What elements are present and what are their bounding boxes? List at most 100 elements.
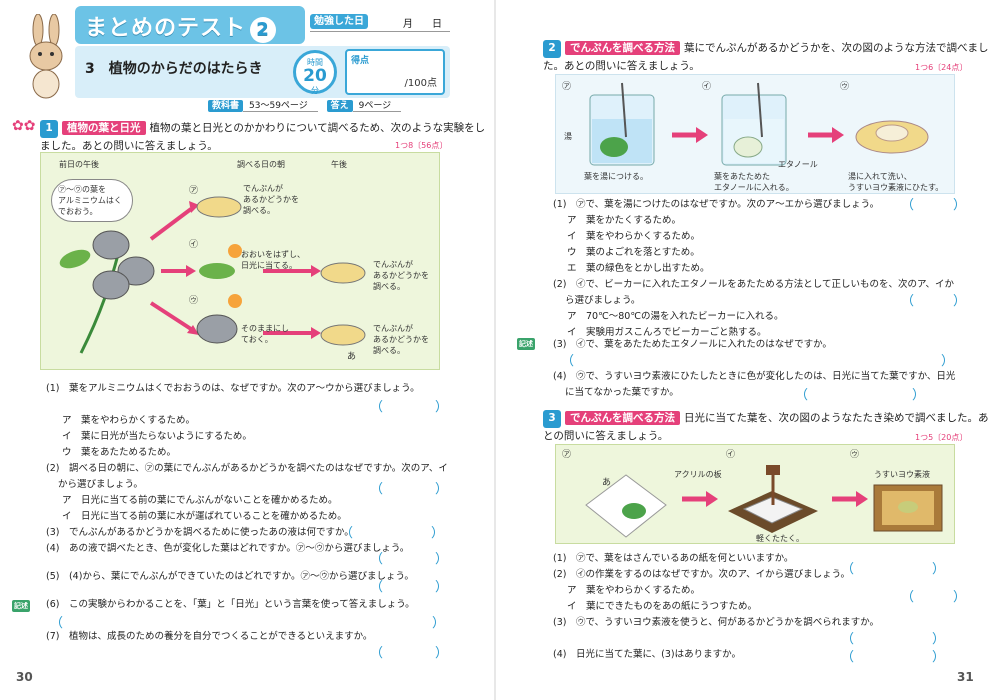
answer-box[interactable]: （ ） (841, 562, 946, 577)
answer-box-open[interactable]: （ (50, 616, 64, 631)
fig3-iodine: うすいヨウ素液 (874, 470, 930, 479)
fig2-label-a: ㋐ (562, 82, 572, 92)
answer-box-close: ） (941, 354, 955, 369)
figure-label-b: ㋑ (189, 240, 199, 250)
fig2-label-b: ㋑ (702, 82, 712, 92)
section-1-text1: 植物の葉と日光とのかかわりについて調べるため、次のような実験をし (149, 122, 486, 134)
figure-col1: 前日の午後 (59, 160, 99, 169)
page-number-right: 31 (957, 670, 974, 684)
section-2-number: 2 (543, 40, 561, 58)
answer-box[interactable]: （ ） (370, 400, 449, 415)
figure-col2: 調べる日の朝 (237, 160, 285, 169)
answer-box[interactable]: （ ） (370, 482, 449, 497)
figure-b-text: おおいをはずし、 日光に当てる。 (241, 250, 305, 270)
question-1-4: (4) あの液で調べたとき、色が変化した葉はどれですか。㋐〜㋒から選びましょう。 (46, 543, 410, 554)
timer-label: 時間 (307, 58, 323, 67)
question-1-7: (7) 植物は、成長のための養分を自分でつくることができるといえますか。 (46, 631, 373, 642)
starch-test-drawing (589, 82, 929, 166)
question-3-1: (1) ㋐で、葉をはさんでいるあの紙を何といいますか。 (553, 553, 794, 564)
descriptive-badge: 記述 (12, 600, 30, 612)
title-text: まとめのテスト (85, 16, 247, 41)
answer-box[interactable]: （ ） (901, 590, 967, 605)
flower-icon: ✿✿ (12, 118, 36, 134)
choice: ア 70℃〜80℃の湯を入れたビーカーに入れる。 (567, 311, 784, 322)
study-date-label: 勉強した日 (310, 14, 368, 29)
question-2-4-cont: に当てなかった葉ですか。 (565, 387, 679, 398)
answer-box[interactable]: （ ） (901, 198, 967, 213)
experiment-drawing (59, 196, 366, 354)
question-3-2: (2) ㋑の作業をするのはなぜですか。次のア、イから選びましょう。 (553, 569, 851, 580)
section-3-text1: 日光に当てた葉を、次の図のようなたたき染めで調べました。あ (684, 412, 989, 424)
question-2-2: (2) ㋑で、ビーカーに入れたエタノールをあたためる方法として正しいものを、次の… (553, 279, 955, 290)
month-label: 月 (402, 19, 413, 30)
figure-a-text: でんぷんが あるかどうかを 調べる。 (243, 184, 299, 215)
answer-box[interactable]: （ ） (370, 580, 449, 595)
question-2-2-cont: ら選びましょう。 (565, 295, 641, 306)
choice: イ 葉をやわらかくするため。 (567, 231, 701, 242)
section-1-points: 1つ8〔56点〕 (395, 141, 448, 150)
section-2-points: 1つ6〔24点〕 (915, 63, 968, 72)
figure-label-c: ㋒ (189, 296, 199, 306)
question-3-4: (4) 日光に当てた葉に、(3)はありますか。 (553, 649, 741, 660)
fig2-label-c: ㋒ (840, 82, 850, 92)
section-3-tag: でんぷんを調べる方法 (565, 411, 680, 425)
answer-box[interactable]: （ ） (901, 294, 967, 309)
answer-box[interactable]: （ ） (370, 552, 449, 567)
choice: イ 日光に当てる前の葉に水が運ばれていることを確かめるため。 (62, 511, 347, 522)
title-number: 2 (250, 17, 277, 43)
textbook-label: 教科書 (208, 100, 244, 112)
figure-c-text: そのままにし ておく。 (241, 324, 289, 344)
fig2-hot-water: 湯 (564, 132, 572, 141)
choice: ア 葉をかたくするため。 (567, 215, 682, 226)
section-1-number: 1 (40, 120, 58, 138)
answer-box[interactable]: （ ） (841, 650, 946, 665)
answer-box[interactable]: （ ） (795, 388, 926, 403)
section-2-text2: た。あとの問いに答えましょう。 (543, 60, 700, 72)
timer-unit: 分 (311, 86, 319, 95)
answer-page: 9ページ (352, 98, 402, 112)
question-1-2: (2) 調べる日の朝に、㋐の葉にでんぷんがあるかどうかを調べたのはなぜですか。次… (46, 463, 448, 474)
answer-box-close: ） (432, 616, 446, 631)
choice: ウ 葉をあたためるため。 (62, 447, 177, 458)
subtitle-bar: 3 植物のからだのはたらき 時間 20 分 得点 /100点 (75, 46, 450, 98)
section-1-tag: 植物の葉と日光 (62, 121, 146, 135)
day-label: 日 (432, 19, 442, 30)
answer-box[interactable]: （ ） (340, 526, 445, 541)
choice: エ 葉の緑色をとかし出すため。 (567, 263, 710, 274)
answer-box[interactable]: （ ） (841, 632, 946, 647)
section-3-points: 1つ5〔20点〕 (915, 433, 968, 442)
fig2-a-caption: 葉を湯につける。 (584, 172, 648, 181)
question-3-3: (3) ㋒で、うすいヨウ素液を使うと、何があるかどうかを調べられますか。 (553, 617, 880, 628)
choice: ア 葉をやわらかくするため。 (567, 585, 701, 596)
page-number-left: 30 (16, 670, 33, 684)
figure-b-result: でんぷんが あるかどうかを 調べる。 (373, 260, 429, 291)
question-2-4: (4) ㋒で、うすいヨウ素液にひたしたときに色が変化したのは、日光に当てた葉です… (553, 371, 956, 382)
answer-label: 答え (326, 100, 353, 112)
fig2-c-caption: 湯に入れて洗い、 うすいヨウ素液にひたす。 (848, 172, 944, 192)
section-3-head: 3 でんぷんを調べる方法日光に当てた葉を、次の図のようなたたき染めで調べました。あ… (543, 410, 989, 445)
choice: ウ 葉のよごれを落とすため。 (567, 247, 700, 258)
score-box: 得点 /100点 (345, 49, 445, 95)
choice: イ 実験用ガスこんろでビーカーごと熱する。 (567, 327, 767, 338)
textbook-pages: 53〜59ページ (243, 98, 318, 112)
timer-value: 20 (303, 66, 327, 86)
figure-liquid-label: あ (347, 352, 357, 362)
question-2-1: (1) ㋐で、葉を湯につけたのはなぜですか。次のア〜エから選びましょう。 (553, 199, 880, 210)
figure-note: ㋐〜㋒の葉を アルミニウムはく でおおう。 (51, 179, 133, 222)
unit-title: 3 植物のからだのはたらき (85, 61, 263, 77)
figure-col3: 午後 (331, 160, 347, 169)
question-1-5: (5) (4)から、葉にでんぷんができていたのはどれですか。㋐〜㋒から選びましょ… (46, 571, 414, 582)
fig3-label-c: ㋒ (850, 450, 860, 460)
leaf-printing-drawing (585, 465, 943, 538)
answer-box[interactable]: （ ） (370, 646, 449, 661)
section-3-number: 3 (543, 410, 561, 428)
answer-box-open[interactable]: （ (561, 354, 575, 369)
fig2-b-caption: 葉をあたためた エタノールに入れる。 (714, 172, 794, 192)
question-1-1: (1) 葉をアルミニウムはくでおおうのは、なぜですか。次のア〜ウから選びましょう… (46, 383, 420, 394)
fig3-label-b: ㋑ (726, 450, 736, 460)
